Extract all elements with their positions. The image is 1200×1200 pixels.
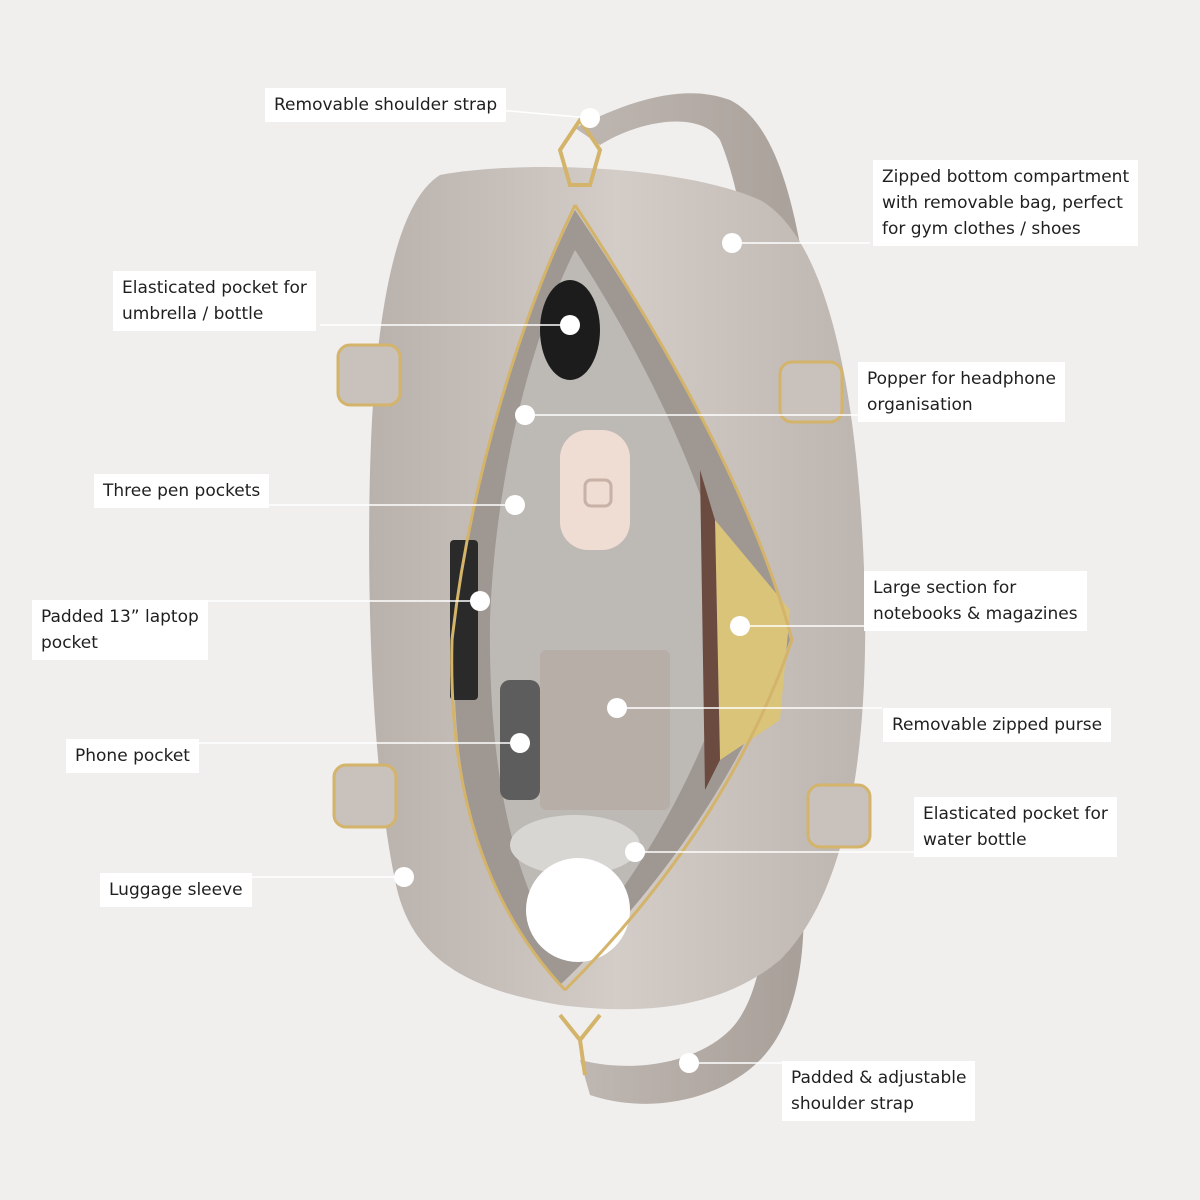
white-dot-marker-icon: [607, 698, 627, 718]
white-dot-marker-icon: [394, 867, 414, 887]
water-bottle-item: [526, 858, 630, 962]
headphones-item: [560, 430, 630, 550]
callout-line: Phone pocket: [75, 746, 190, 766]
handle-left-top: [336, 343, 402, 407]
notebook-item: [715, 520, 790, 760]
laptop-item: [450, 540, 478, 700]
callout-line: Padded 13” laptop: [41, 607, 199, 627]
callout-line: Zipped bottom compartment: [882, 167, 1130, 187]
callout-notebook-section: Large section for notebooks & magazines: [864, 571, 1087, 631]
callout-phone-pocket: Phone pocket: [66, 739, 199, 773]
leader-lines: [196, 109, 914, 1064]
white-dot-marker-icon: [560, 315, 580, 335]
white-dot-marker-icon: [625, 842, 645, 862]
zip-right: [563, 204, 794, 992]
callout-pen-pockets: Three pen pockets: [94, 474, 270, 508]
white-dot-marker-icon: [580, 108, 600, 128]
callout-line: organisation: [867, 395, 973, 415]
white-dot-marker-icon: [730, 616, 750, 636]
callout-line: Large section for: [873, 578, 1017, 598]
shoulder-strap-bottom: [580, 860, 804, 1104]
white-dot-marker-icon: [515, 405, 535, 425]
white-dot-marker-icon: [722, 233, 742, 253]
handle-left-bottom: [332, 763, 398, 829]
callout-laptop-pocket: Padded 13” laptop pocket: [32, 600, 208, 660]
white-dot-marker-icon: [505, 495, 525, 515]
callout-line: Removable shoulder strap: [274, 95, 498, 115]
callout-line: shoulder strap: [791, 1094, 914, 1114]
callout-zipped-purse: Removable zipped purse: [883, 708, 1112, 742]
callout-line: water bottle: [923, 830, 1027, 850]
bottom-clip: [558, 1013, 602, 1076]
handle-right-top: [778, 360, 844, 424]
bottle-pocket: [510, 815, 640, 875]
callout-luggage-sleeve: Luggage sleeve: [100, 873, 252, 907]
callout-bottom-compartment: Zipped bottom compartment with removable…: [873, 160, 1139, 246]
callout-shoulder-strap: Removable shoulder strap: [265, 88, 507, 122]
top-clip: [557, 116, 603, 187]
callout-adjustable-strap: Padded & adjustable shoulder strap: [782, 1061, 976, 1121]
zip-left: [450, 204, 577, 992]
callout-line: Three pen pockets: [103, 481, 261, 501]
callout-line: Padded & adjustable: [791, 1068, 967, 1088]
callout-line: Elasticated pocket for: [122, 278, 307, 298]
white-dot-marker-icon: [510, 733, 530, 753]
callout-line: Luggage sleeve: [109, 880, 243, 900]
white-dot-marker-icon: [679, 1053, 699, 1073]
callout-line: notebooks & magazines: [873, 604, 1078, 624]
callout-line: umbrella / bottle: [122, 304, 264, 324]
callout-line: Popper for headphone: [867, 369, 1056, 389]
purse-item: [540, 650, 670, 810]
callout-line: for gym clothes / shoes: [882, 219, 1081, 239]
callout-umbrella-pocket: Elasticated pocket for umbrella / bottle: [113, 271, 316, 331]
callout-headphone-popper: Popper for headphone organisation: [858, 362, 1065, 422]
callout-line: with removable bag, perfect: [882, 193, 1123, 213]
white-dot-marker-icon: [470, 591, 490, 611]
callout-water-bottle-pocket: Elasticated pocket for water bottle: [914, 797, 1117, 857]
callout-line: Removable zipped purse: [892, 715, 1103, 735]
marker-dots: [394, 108, 750, 1073]
handle-right-bottom: [806, 783, 872, 849]
callout-line: Elasticated pocket for: [923, 804, 1108, 824]
callout-line: pocket: [41, 633, 98, 653]
